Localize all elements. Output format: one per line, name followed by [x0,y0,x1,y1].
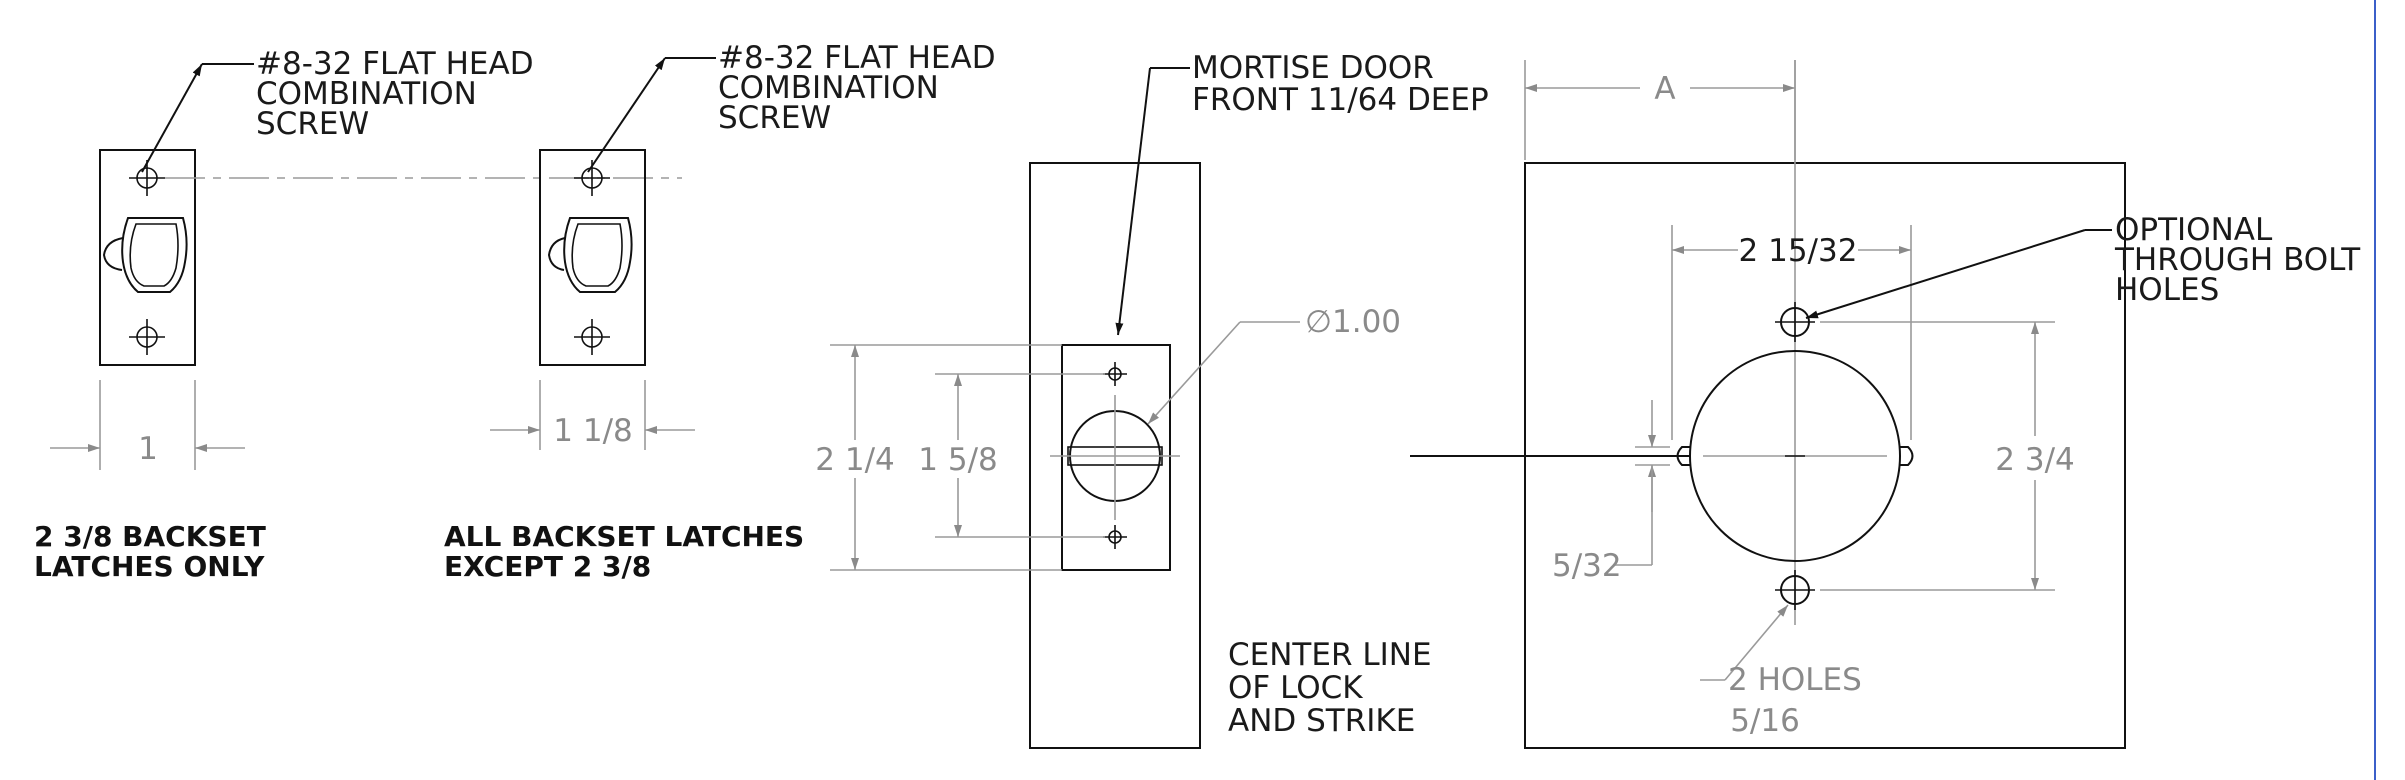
caption-line-1: 2 3/8 BACKSET [34,520,266,553]
mortise-note-line-2: FRONT 11/64 DEEP [1192,82,1489,118]
door-edge-outline [1029,162,1201,749]
screw-note-line-2: COMBINATION [718,70,939,106]
bore-dimension: 2 15/32 [1739,233,1858,269]
bore-diameter-leader [1147,321,1241,425]
latch-slot-right [1900,446,1914,466]
latch-tab [102,237,124,271]
screw-note-line-1: #8-32 FLAT HEAD [718,40,996,76]
caption-line-2: EXCEPT 2 3/8 [444,550,651,583]
latch-slot-left [1676,446,1690,466]
caption-line-2: LATCHES ONLY [34,550,265,583]
centerline-note-line-3: AND STRIKE [1228,703,1415,739]
bolt-holes-note-line-3: HOLES [2115,272,2219,308]
screw-note-line-3: SCREW [718,100,831,136]
bolt-holes-note-line-1: OPTIONAL [2115,212,2273,248]
width-dimension: 1 1/8 [553,413,632,449]
cross-bore [1689,350,1901,562]
latch-bolt [121,217,188,293]
latch-faceplate-standard: 1 1/8 #8-32 FLAT HEAD COMBINATION SCREW … [444,40,996,583]
bolt-spacing-dimension: 2 3/4 [1995,442,2074,478]
latch-faceplate-2-3-8: 1 #8-32 FLAT HEAD COMBINATION SCREW 2 3/… [34,46,534,583]
centerline-note-line-1: CENTER LINE [1228,637,1432,673]
backset-dimension: A [1654,71,1675,107]
screw-spacing-dimension: 1 5/8 [918,442,997,478]
latch-slot-dimension: 5/32 [1552,548,1622,584]
screw-note-line-2: COMBINATION [256,76,477,112]
mortise-note-line-1: MORTISE DOOR [1192,50,1434,86]
door-face-view: A 2 15/32 2 3/4 OPTIONAL THROUGH BOLT [1410,60,2361,749]
bore-diameter-label: ∅1.00 [1305,304,1401,340]
centerline-note-line-2: OF LOCK [1228,670,1363,706]
caption-line-1: ALL BACKSET LATCHES [444,520,804,553]
screw-note-line-3: SCREW [256,106,369,142]
latch-tab [547,237,566,271]
bolt-holes-note-line-2: THROUGH BOLT [2114,242,2361,278]
mortise-pocket [1061,344,1171,571]
faceplate-outline [539,149,646,366]
latch-bolt [563,217,633,293]
holes-leader [1724,604,1789,681]
mortise-leader [1115,67,1151,336]
holes-note-line-1: 2 HOLES [1728,662,1862,698]
height-dimension: 2 1/4 [815,442,894,478]
screw-note-line-1: #8-32 FLAT HEAD [256,46,534,82]
holes-note-line-2: 5/16 [1730,703,1800,739]
door-edge-view: MORTISE DOOR FRONT 11/64 DEEP ∅1.00 2 1/… [815,50,1489,749]
screw-leader [587,57,666,173]
screw-leader [141,63,203,173]
width-dimension: 1 [138,431,158,467]
bolt-holes-leader [1805,229,2086,319]
page-border-rule [2374,0,2376,780]
faceplate-outline [99,149,196,366]
